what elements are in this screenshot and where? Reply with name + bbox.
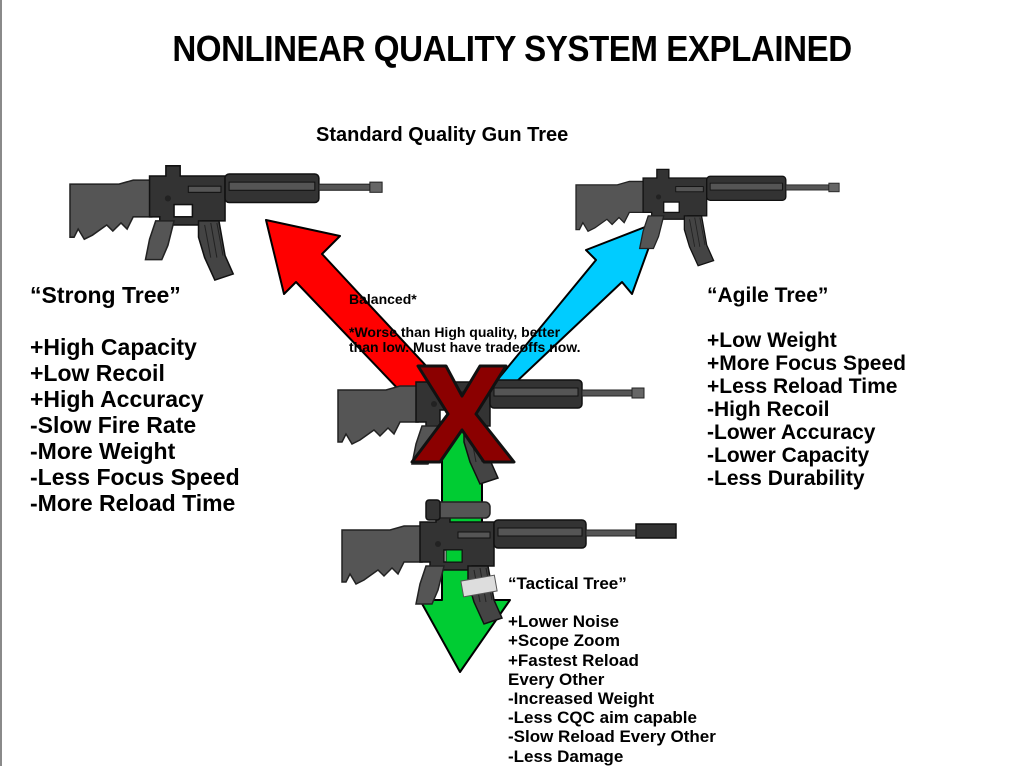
strong-gun-rifle-icon xyxy=(69,165,383,281)
tactical-gun-scoped-rifle-icon xyxy=(341,499,677,625)
x-mark-cross-icon xyxy=(410,364,516,464)
list-item: -Less Durability xyxy=(707,467,865,490)
page-edge xyxy=(0,0,2,766)
agile-tree-block: “Agile Tree” +Low Weight +More Focus Spe… xyxy=(707,284,906,490)
list-item: -Slow Fire Rate xyxy=(30,412,197,438)
list-item: +More Focus Speed xyxy=(707,352,906,375)
balanced-note-line: *Worse than High quality, better xyxy=(349,324,561,340)
diagram-subtitle: Standard Quality Gun Tree xyxy=(316,124,569,146)
list-item: Every Other xyxy=(508,669,605,689)
list-item: +Low Weight xyxy=(707,329,837,352)
list-item: +Low Recoil xyxy=(30,360,165,386)
list-item: -Less Focus Speed xyxy=(30,464,240,490)
list-item: -Less Damage xyxy=(508,746,624,766)
list-item: +Less Reload Time xyxy=(707,375,898,398)
balanced-title: Balanced* xyxy=(349,291,417,307)
balanced-note-line: than low. Must have tradeoffs now. xyxy=(349,339,581,355)
list-item: -Slow Reload Every Other xyxy=(508,727,716,747)
list-item: -Lower Accuracy xyxy=(707,421,876,444)
tactical-tree-block: “Tactical Tree” +Lower Noise +Scope Zoom… xyxy=(508,574,716,766)
page-title: NONLINEAR QUALITY SYSTEM EXPLAINED xyxy=(172,28,852,69)
list-item: +Lower Noise xyxy=(508,612,620,632)
balanced-note: Balanced* *Worse than High quality, bett… xyxy=(349,292,581,355)
list-item: +High Capacity xyxy=(30,334,197,360)
list-item: -Lower Capacity xyxy=(707,444,870,467)
list-item: -Increased Weight xyxy=(508,689,655,709)
tactical-tree-list: +Lower Noise +Scope Zoom +Fastest Reload… xyxy=(508,612,716,766)
list-item: +Fastest Reload xyxy=(508,650,639,670)
list-item: -More Reload Time xyxy=(30,490,236,516)
list-item: +High Accuracy xyxy=(30,386,204,412)
strong-tree-block: “Strong Tree” +High Capacity +Low Recoil… xyxy=(30,282,240,516)
list-item: -Less CQC aim capable xyxy=(508,708,697,728)
list-item: -High Recoil xyxy=(707,398,830,421)
strong-tree-list: +High Capacity +Low Recoil +High Accurac… xyxy=(30,334,240,516)
list-item: -More Weight xyxy=(30,438,176,464)
tactical-tree-title: “Tactical Tree” xyxy=(508,574,627,593)
list-item: +Scope Zoom xyxy=(508,631,620,651)
strong-tree-title: “Strong Tree” xyxy=(30,282,181,308)
agile-tree-list: +Low Weight +More Focus Speed +Less Relo… xyxy=(707,329,906,490)
agile-tree-title: “Agile Tree” xyxy=(707,284,829,307)
